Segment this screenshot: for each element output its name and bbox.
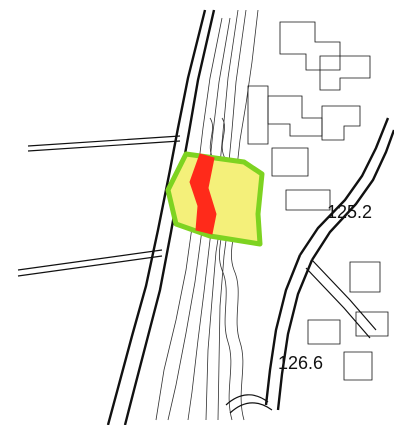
road-branch-down-2 [276,259,314,411]
road-line-upper-left-2 [27,140,181,152]
road-connector [311,259,377,331]
parcel-5 [343,351,373,381]
parcel-3 [349,261,381,293]
building-3 [267,95,323,137]
highlight-zone-core [189,153,217,235]
parcel-4 [355,311,389,337]
road-line-lower-left-2 [17,255,163,277]
highlight-zone-outline [165,151,265,247]
road-line-lower-left [17,249,163,271]
road-bottom-curve [225,394,269,406]
parcel-1 [247,85,269,145]
river-bank-left [106,9,207,425]
elevation-label-126-6: 126.6 [278,353,323,373]
road-main-right-2 [310,129,394,261]
elevation-label-125-2: 125.2 [327,202,372,222]
building-2 [319,55,371,91]
road-bottom-curve-2 [229,402,273,414]
road-main-right [299,117,390,256]
building-6 [285,189,331,211]
river-bank-right [123,9,216,425]
building-1 [279,21,341,71]
road-branch-down [264,254,302,406]
contour-3 [187,9,239,421]
parcel-2 [307,319,341,345]
building-5 [271,147,309,177]
road-connector-2 [305,267,371,339]
building-4 [321,105,361,141]
road-line-upper-left [27,135,181,147]
